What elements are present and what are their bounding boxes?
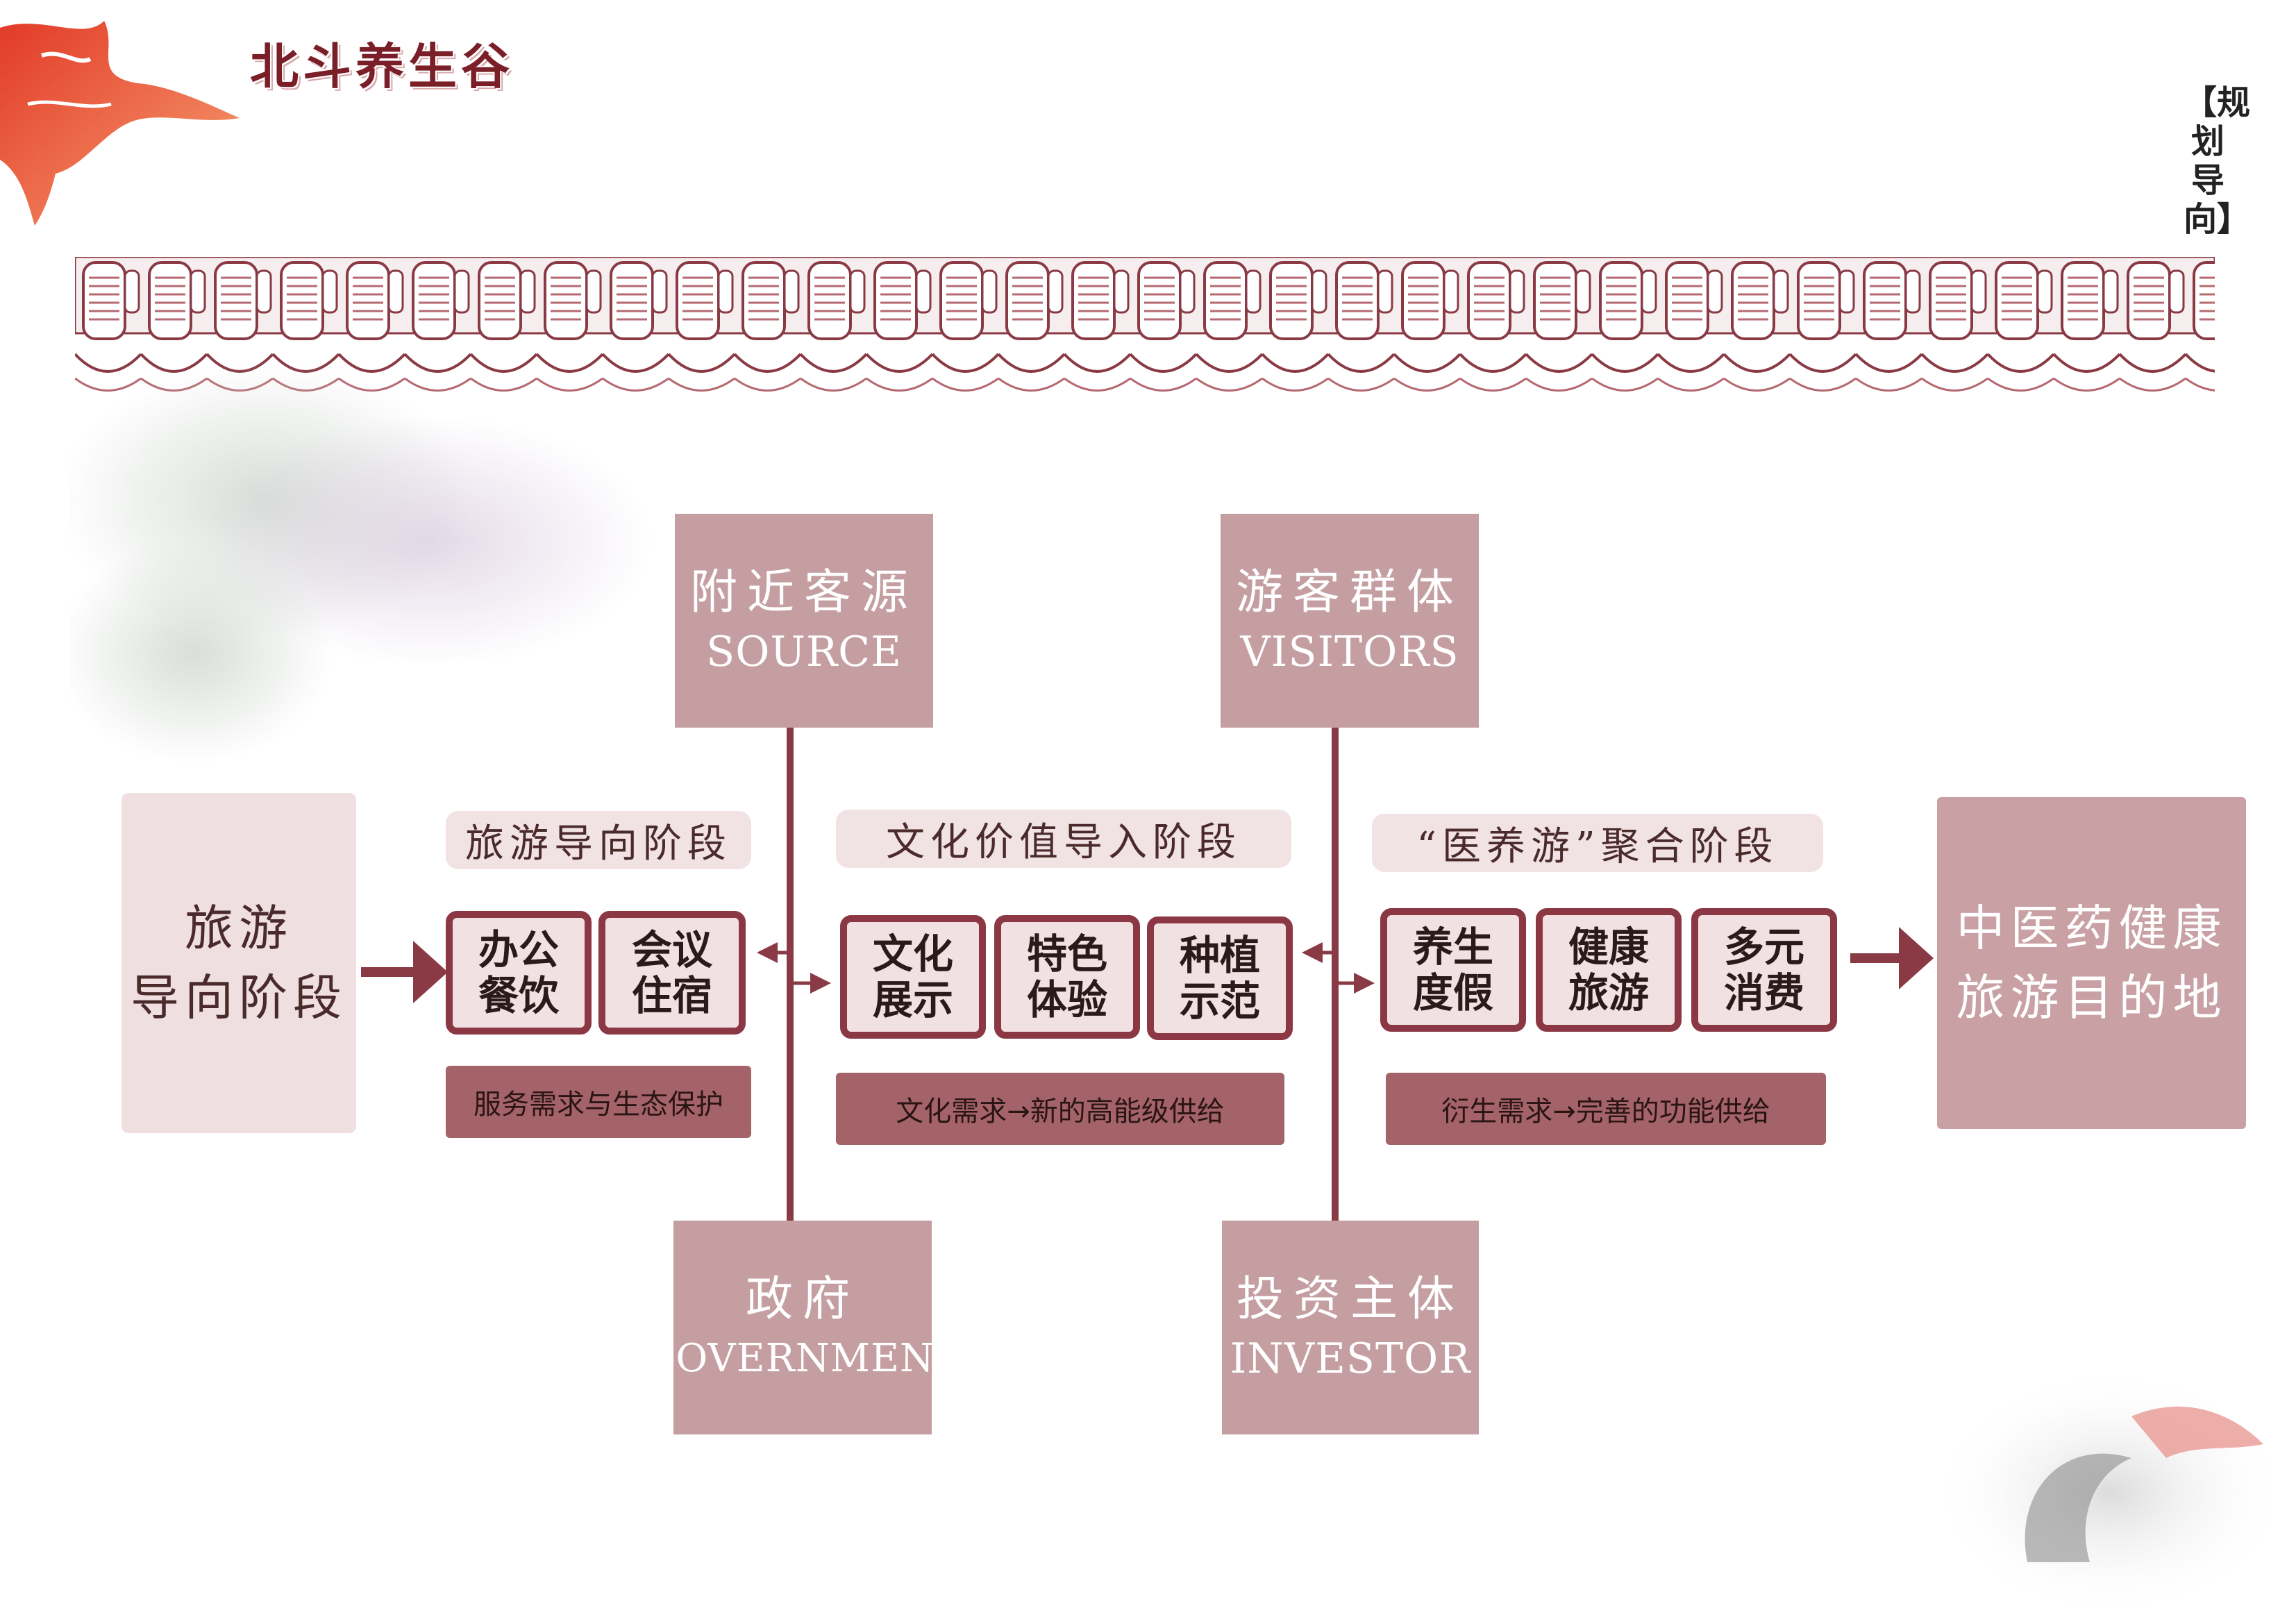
activity-culture-display: 文化 展示 — [840, 915, 986, 1039]
stage-1-bar: 服务需求与生态保护 — [446, 1066, 751, 1138]
arrow-right-head — [1899, 927, 1934, 989]
investor-en: INVESTOR — [1230, 1334, 1471, 1383]
activity-health-tourism: 健康 旅游 — [1536, 908, 1682, 1032]
visitors-en: VISITORS — [1240, 628, 1459, 676]
activity-line2: 旅游 — [1568, 969, 1649, 1016]
investor-cn: 投资主体 — [1236, 1272, 1464, 1327]
activity-feature-experience: 特色 体验 — [994, 915, 1140, 1039]
source-box: 附近客源 SOURCE — [675, 514, 933, 728]
destination-line1: 中医药健康 — [1956, 900, 2227, 957]
stage-3-label: “医养游”聚合阶段 — [1372, 814, 1823, 872]
tourism-stage-line1: 旅游 — [185, 900, 293, 957]
watercolor-decoration — [69, 361, 653, 764]
stage-2-label: 文化价值导入阶段 — [836, 810, 1291, 868]
stage-2-bar: 文化需求→新的高能级供给 — [836, 1073, 1284, 1145]
activity-line1: 种植 — [1179, 932, 1260, 979]
destination-line2: 旅游目的地 — [1956, 969, 2227, 1026]
government-cn: 政府 — [745, 1272, 860, 1327]
activity-line2: 体验 — [1026, 976, 1107, 1023]
activity-line1: 办公 — [478, 926, 559, 973]
koi-fish-decoration — [1930, 1368, 2291, 1618]
stage-1-label: 旅游导向阶段 — [446, 811, 751, 869]
activity-wellness-vacation: 养生 度假 — [1380, 908, 1526, 1032]
source-cn: 附近客源 — [689, 565, 918, 620]
activity-meeting-lodging: 会议 住宿 — [598, 911, 746, 1035]
activity-line1: 文化 — [872, 930, 953, 978]
activity-planting-demo: 种植 示范 — [1147, 916, 1293, 1040]
source-government-line — [787, 728, 794, 1222]
activity-line2: 餐饮 — [478, 972, 559, 1019]
activity-line1: 健康 — [1568, 923, 1649, 971]
tourism-stage-line2: 导向阶段 — [131, 969, 347, 1026]
source-en: SOURCE — [706, 628, 902, 676]
activity-line1: 养生 — [1412, 923, 1493, 971]
arrow-left-head — [413, 941, 448, 1003]
activity-line2: 住宿 — [631, 972, 712, 1019]
activity-diverse-consumption: 多元 消费 — [1691, 908, 1837, 1032]
government-box: 政府 GOVERNMENT — [644, 1221, 960, 1434]
government-en: GOVERNMENT — [644, 1336, 962, 1381]
visitors-box: 游客群体 VISITORS — [1221, 514, 1479, 728]
destination-box: 中医药健康 旅游目的地 — [1937, 797, 2246, 1129]
tourism-stage-box: 旅游 导向阶段 — [121, 793, 356, 1133]
visitors-cn: 游客群体 — [1235, 565, 1464, 620]
activity-line2: 展示 — [872, 976, 953, 1023]
brand-logo: 北斗养生谷 — [250, 38, 514, 95]
activity-line1: 多元 — [1723, 923, 1804, 971]
activity-office-dining: 办公 餐饮 — [446, 911, 592, 1035]
investor-box: 投资主体 INVESTOR — [1222, 1221, 1479, 1434]
visitors-investor-line — [1332, 728, 1339, 1222]
activity-line1: 会议 — [631, 926, 712, 973]
roof-tiles-decoration — [75, 257, 2215, 403]
flame-decoration — [0, 21, 240, 226]
stage-3-bar: 衍生需求→完善的功能供给 — [1386, 1073, 1826, 1145]
activity-line1: 特色 — [1026, 930, 1107, 978]
activity-line2: 消费 — [1723, 969, 1804, 1016]
activity-line2: 示范 — [1179, 978, 1260, 1025]
activity-line2: 度假 — [1412, 969, 1493, 1016]
